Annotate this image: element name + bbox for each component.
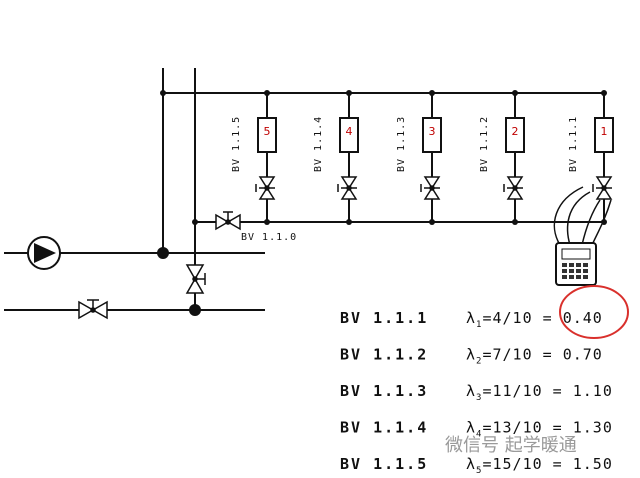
watermark: 微信号 起学暖通 (445, 435, 577, 456)
branch-circuit: 3 BV 1.1.3 (396, 90, 442, 225)
result-formula: λ1=4/10 = 0.40 (466, 309, 603, 330)
terminal-unit (257, 117, 277, 153)
lambda-symbol: λ (466, 419, 476, 437)
junction-dot (429, 90, 435, 96)
terminal-unit (339, 117, 359, 153)
result-valve-label: BV 1.1.3 (340, 382, 428, 400)
pump-icon (27, 236, 61, 270)
branch-group: 5 BV 1.1.5 4 BV 1.1.4 3 BV 1.1.3 2 BV 1.1.2 1 BV … (231, 90, 614, 225)
branch-valve-label: BV 1.1.2 (479, 116, 490, 172)
riser-valve-icon (185, 264, 206, 294)
lambda-symbol: λ (466, 455, 476, 473)
branch-valve-label: BV 1.1.5 (231, 116, 242, 172)
branch-number: 5 (264, 125, 271, 138)
lambda-expression: =11/10 = 1.10 (482, 382, 612, 400)
lambda-expression: =4/10 = 0.40 (482, 309, 602, 327)
lambda-symbol: λ (466, 346, 476, 364)
terminal-unit (505, 117, 525, 153)
branch-valve-icon (592, 176, 613, 200)
branch-circuit: 1 BV 1.1.1 (568, 90, 614, 225)
junction-dot (346, 90, 352, 96)
junction-dot (512, 219, 518, 225)
branch-valve-label: BV 1.1.1 (568, 116, 579, 172)
result-formula: λ5=15/10 = 1.50 (466, 455, 613, 476)
branch-valve-icon (255, 176, 276, 200)
lambda-expression: =13/10 = 1.30 (482, 419, 612, 437)
branch-number: 4 (346, 125, 353, 138)
branch-valve-icon (420, 176, 441, 200)
junction-dot (264, 90, 270, 96)
riser-pipes (162, 68, 196, 310)
lambda-symbol: λ (466, 382, 476, 400)
result-formula: λ3=11/10 = 1.10 (466, 382, 613, 403)
junction-dot (601, 90, 607, 96)
branch-valve-icon (337, 176, 358, 200)
terminal-unit (422, 117, 442, 153)
branch-circuit: 2 BV 1.1.2 (479, 90, 525, 225)
lambda-index: 5 (476, 466, 482, 476)
balancing-valve-icon (78, 299, 108, 320)
junction-dot (192, 219, 198, 225)
result-row: BV 1.1.5 λ5=15/10 = 1.50 (340, 455, 613, 476)
lambda-index: 4 (476, 430, 482, 440)
result-formula: λ4=13/10 = 1.30 (466, 419, 613, 440)
junction-dot (512, 90, 518, 96)
junction-dot (189, 304, 201, 316)
result-valve-label: BV 1.1.5 (340, 455, 428, 473)
branch-valve-label: BV 1.1.3 (396, 116, 407, 172)
result-valve-label: BV 1.1.2 (340, 346, 428, 364)
lambda-symbol: λ (466, 309, 476, 327)
branch-circuit: 4 BV 1.1.4 (313, 90, 359, 225)
lambda-index: 2 (476, 357, 482, 367)
branch-number: 3 (429, 125, 436, 138)
result-row: BV 1.1.1 λ1=4/10 = 0.40 (340, 309, 603, 330)
branch-valve-icon (503, 176, 524, 200)
junctions (157, 90, 201, 316)
main-branch-valve-icon (215, 211, 241, 231)
result-row: BV 1.1.3 λ3=11/10 = 1.10 (340, 382, 613, 403)
junction-dot (346, 219, 352, 225)
lambda-expression: =7/10 = 0.70 (482, 346, 602, 364)
flow-meter-icon (553, 186, 612, 286)
lambda-expression: =15/10 = 1.50 (482, 455, 612, 473)
highlight-circle (559, 285, 629, 339)
branch-number: 2 (512, 125, 519, 138)
junction-dot (157, 247, 169, 259)
result-valve-label: BV 1.1.4 (340, 419, 428, 437)
branch-valve-label: BV 1.1.4 (313, 116, 324, 172)
junction-dot (160, 90, 166, 96)
lambda-index: 3 (476, 393, 482, 403)
junction-dot (429, 219, 435, 225)
junction-dot (264, 219, 270, 225)
branch-circuit: 5 BV 1.1.5 (231, 90, 277, 225)
result-formula: λ2=7/10 = 0.70 (466, 346, 603, 367)
result-row: BV 1.1.2 λ2=7/10 = 0.70 (340, 346, 603, 367)
result-row: BV 1.1.4 λ4=13/10 = 1.30 (340, 419, 613, 440)
main-valve-label: BV 1.1.0 (241, 232, 297, 243)
result-valve-label: BV 1.1.1 (340, 309, 428, 327)
terminal-unit (594, 117, 614, 153)
branch-number: 1 (601, 125, 608, 138)
lambda-index: 1 (476, 320, 482, 330)
